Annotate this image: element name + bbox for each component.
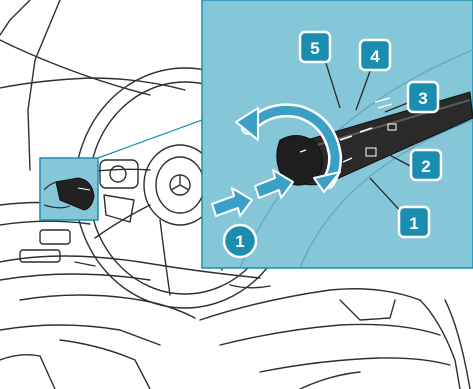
callout-3: 3 <box>408 82 438 112</box>
callout-4: 4 <box>360 40 390 70</box>
callout-1-push-label: 1 <box>235 232 244 251</box>
callout-5-label: 5 <box>310 39 319 58</box>
callout-3-label: 3 <box>418 89 427 108</box>
callout-4-label: 4 <box>370 47 380 66</box>
lever-locator-inset <box>40 158 98 220</box>
callout-1-inset-label: 1 <box>409 214 418 233</box>
callout-2: 2 <box>411 150 441 180</box>
callout-1-inset: 1 <box>399 207 429 237</box>
vehicle-brand-logo <box>170 175 190 195</box>
connector-line <box>98 120 202 158</box>
callout-5: 5 <box>300 32 330 62</box>
callout-2-label: 2 <box>421 157 430 176</box>
callout-1-push: 1 <box>224 225 256 257</box>
